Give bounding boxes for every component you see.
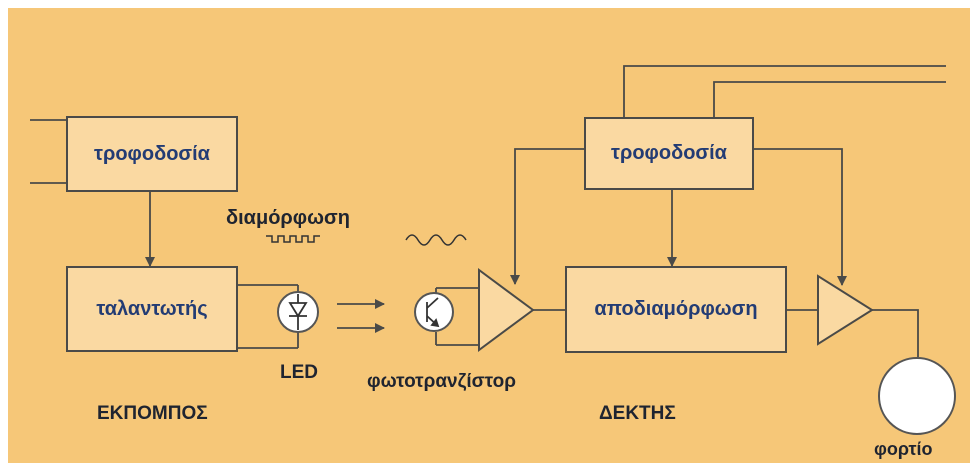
receiver-amplifier-2	[817, 274, 874, 346]
load-icon	[878, 357, 956, 435]
rx-supply-input-wire-inner	[713, 81, 946, 117]
modulation-label: διαμόρφωση	[226, 207, 350, 229]
demodulator-label: αποδιαμόρφωση	[594, 298, 758, 320]
led-diode-symbol	[288, 294, 308, 330]
led-label: LED	[280, 362, 318, 383]
rx-supply-input-wire-outer	[623, 65, 946, 117]
rx-supply-to-amp1-arrow	[510, 148, 584, 285]
transmitter-section-title: ΕΚΠΟΜΠΟΣ	[97, 403, 208, 424]
demodulator-block: αποδιαμόρφωση	[565, 266, 787, 353]
modulation-square-wave-icon	[266, 235, 320, 243]
amp2-to-load-wire	[872, 309, 919, 357]
load-label: φορτίο	[874, 439, 933, 459]
receiver-amplifier-1	[478, 268, 535, 352]
rx-supply-to-amp2-arrow	[753, 148, 847, 286]
oscillator-label: ταλαντωτής	[96, 297, 208, 320]
phototransistor-label: φωτοτρανζίστορ	[367, 371, 516, 392]
receiver-power-supply-block: τροφοδοσία	[584, 117, 754, 190]
receiver-power-supply-label: τροφοδοσία	[611, 142, 727, 164]
transmitter-power-supply-block: τροφοδοσία	[66, 116, 238, 192]
received-sine-wave-icon	[405, 234, 467, 246]
phototransistor-icon	[414, 292, 454, 332]
phototransistor-symbol	[426, 297, 440, 328]
diagram-background	[8, 8, 970, 463]
oscillator-block: ταλαντωτής	[66, 266, 238, 352]
receiver-section-title: ΔΕΚΤΗΣ	[599, 403, 676, 424]
transmitter-power-supply-label: τροφοδοσία	[94, 142, 210, 165]
